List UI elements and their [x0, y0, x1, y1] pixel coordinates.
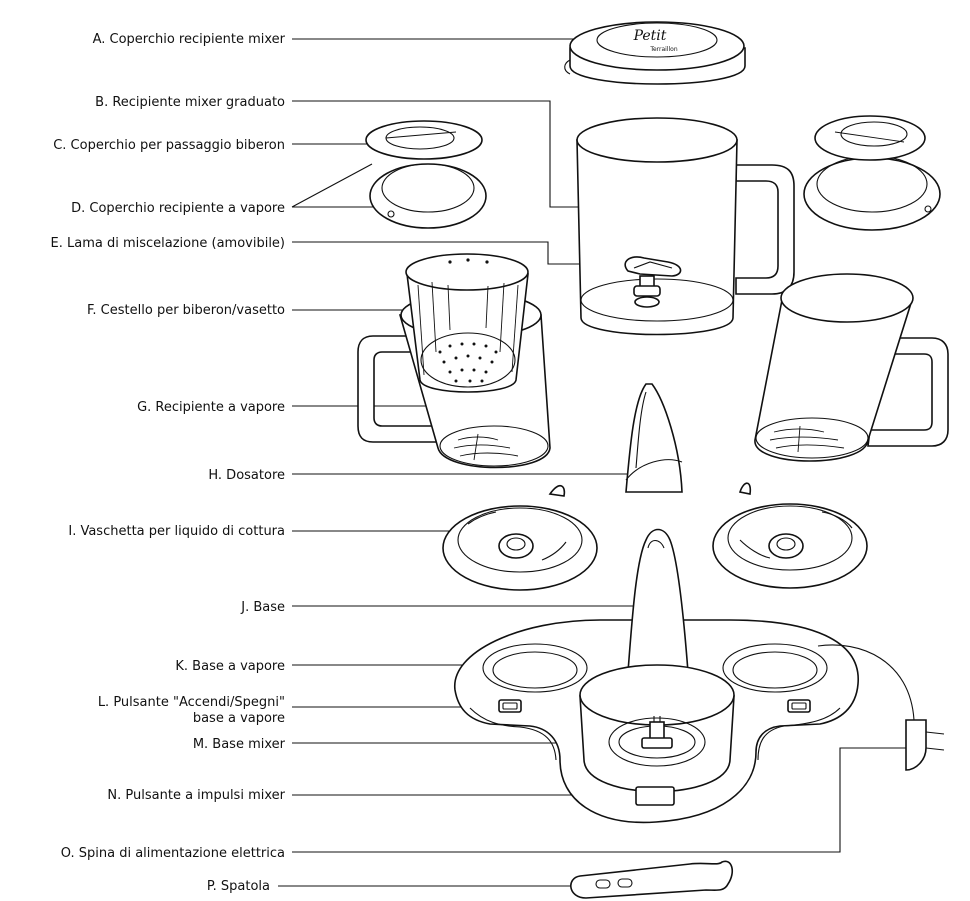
liquid-tray-right — [712, 482, 868, 589]
leader-cd — [291, 163, 373, 208]
label-e: E. Lama di miscelazione (amovibile) — [51, 236, 285, 251]
dosing-cup — [625, 383, 683, 493]
brand-logo-sub: Terraillon — [649, 46, 678, 53]
tower-base — [627, 528, 689, 673]
mixer-lid: Petit Terraillon — [564, 21, 746, 85]
mixer-base — [579, 664, 735, 793]
liquid-tray-left — [442, 485, 598, 591]
mixer-jug — [576, 117, 795, 336]
label-o: O. Spina di alimentazione elettrica — [61, 846, 285, 861]
label-h: H. Dosatore — [208, 468, 285, 483]
steam-lid-left — [365, 120, 487, 229]
label-m: M. Base mixer — [193, 737, 286, 752]
label-i: I. Vaschetta per liquido di cottura — [68, 524, 285, 539]
label-g: G. Recipiente a vapore — [137, 400, 285, 415]
labels: A. Coperchio recipiente mixer B. Recipie… — [51, 32, 286, 894]
brand-logo: Petit — [633, 28, 667, 44]
label-l-line2: base a vapore — [193, 711, 285, 726]
mixer-blade — [624, 256, 682, 308]
label-f: F. Cestello per biberon/vasetto — [87, 303, 285, 318]
steam-jug-left — [357, 253, 551, 469]
steam-jug-right — [754, 273, 949, 462]
label-k: K. Base a vapore — [175, 659, 285, 674]
label-l-line1: L. Pulsante "Accendi/Spegni" — [98, 695, 285, 710]
spatula — [570, 860, 734, 899]
power-cord — [817, 644, 945, 771]
label-b: B. Recipiente mixer graduato — [95, 95, 285, 110]
steam-lid-right — [803, 115, 941, 231]
pulse-button — [635, 786, 675, 806]
label-p: P. Spatola — [207, 879, 270, 894]
label-n: N. Pulsante a impulsi mixer — [107, 788, 285, 803]
label-j: J. Base — [240, 600, 285, 615]
leader-o — [292, 747, 915, 853]
label-d: D. Coperchio recipiente a vapore — [71, 201, 285, 216]
label-a: A. Coperchio recipiente mixer — [93, 32, 286, 47]
label-c: C. Coperchio per passaggio biberon — [53, 138, 285, 153]
